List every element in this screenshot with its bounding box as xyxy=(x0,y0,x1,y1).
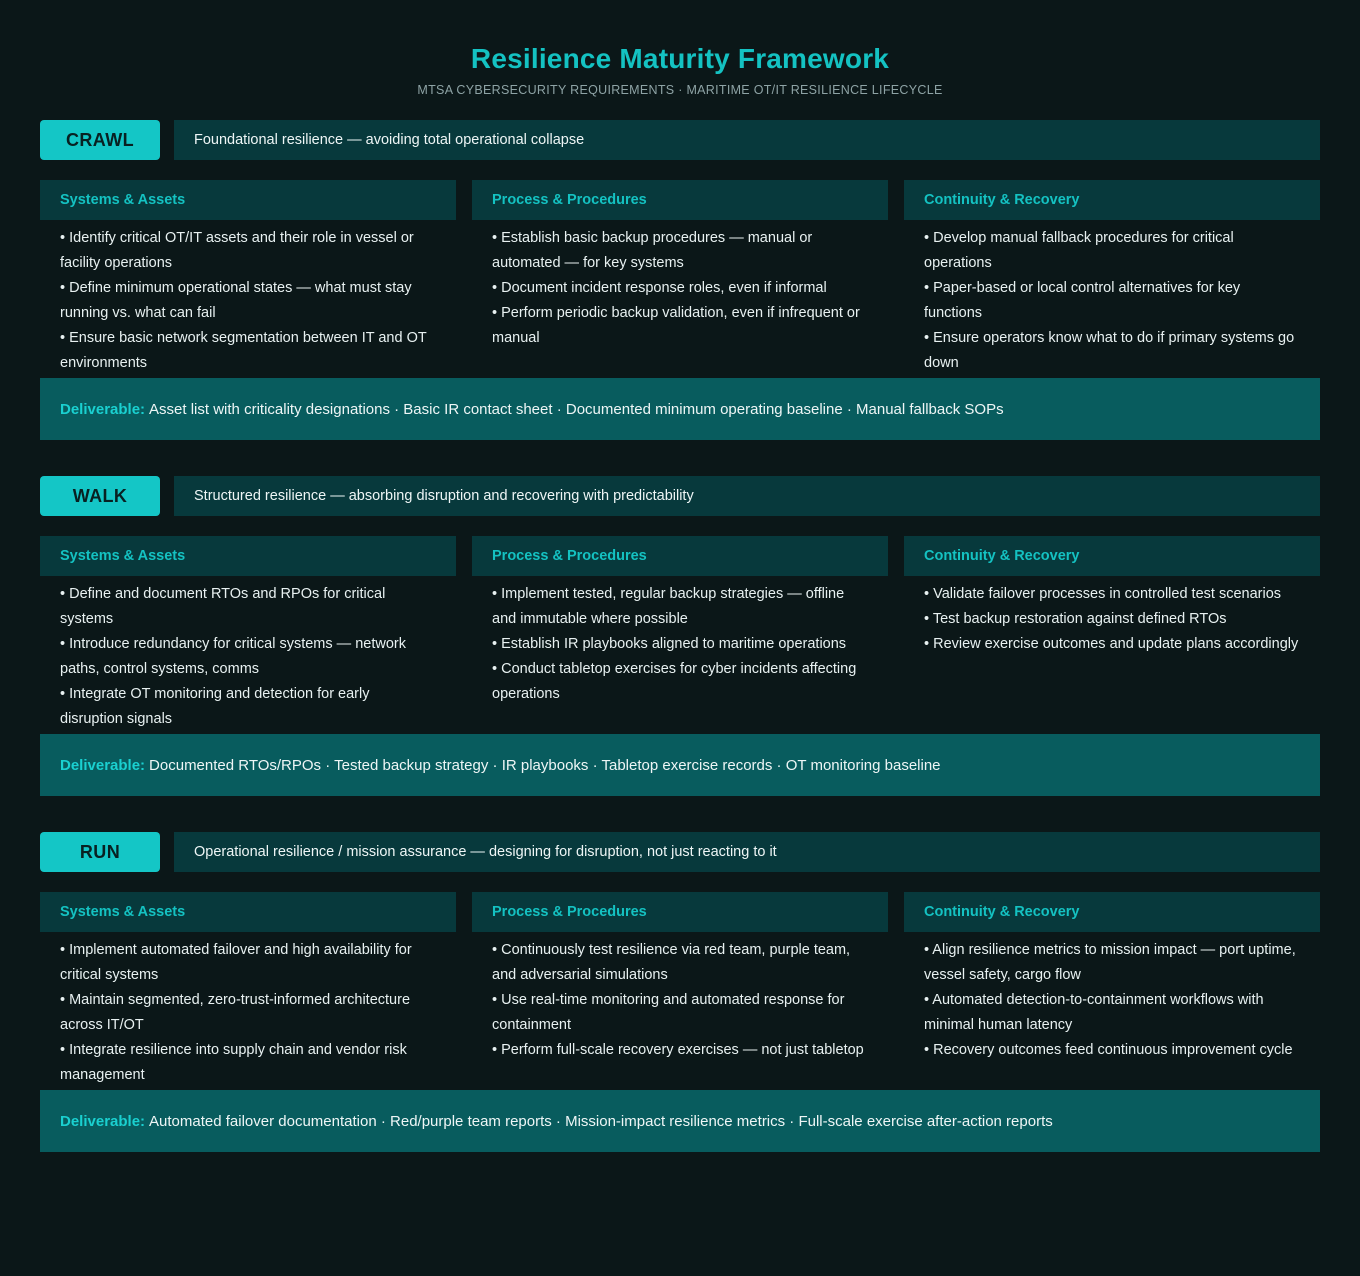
deliverable-bar: Deliverable: Asset list with criticality… xyxy=(40,378,1320,440)
page-subtitle: MTSA CYBERSECURITY REQUIREMENTS · MARITI… xyxy=(417,83,943,97)
list-item: • Conduct tabletop exercises for cyber i… xyxy=(492,661,857,702)
column-list: • Develop manual fallback procedures for… xyxy=(904,220,1320,376)
column-list: • Align resilience metrics to mission im… xyxy=(904,932,1320,1063)
list-item: • Paper-based or local control alternati… xyxy=(924,280,1241,321)
list-item: • Ensure operators know what to do if pr… xyxy=(924,330,1295,371)
stage-header: CRAWL Foundational resilience — avoiding… xyxy=(40,120,1320,160)
deliverable-text: Automated failover documentation · Red/p… xyxy=(149,1112,1053,1130)
column-list: • Define and document RTOs and RPOs for … xyxy=(40,576,456,732)
list-item: • Establish IR playbooks aligned to mari… xyxy=(492,636,847,652)
column-title: Systems & Assets xyxy=(40,180,456,220)
stage-header: RUN Operational resilience / mission ass… xyxy=(40,832,1320,872)
deliverable-text: Asset list with criticality designations… xyxy=(149,400,1004,418)
list-item: • Define and document RTOs and RPOs for … xyxy=(60,586,386,627)
deliverable-bar: Deliverable: Documented RTOs/RPOs · Test… xyxy=(40,734,1320,796)
stage-badge: RUN xyxy=(40,832,160,872)
list-item: • Perform periodic backup validation, ev… xyxy=(492,305,860,346)
stage-crawl: CRAWL Foundational resilience — avoiding… xyxy=(40,120,1320,476)
column-title: Process & Procedures xyxy=(472,536,888,576)
list-item: • Implement automated failover and high … xyxy=(60,942,412,983)
list-item: • Implement tested, regular backup strat… xyxy=(492,586,845,627)
list-item: • Maintain segmented, zero-trust-informe… xyxy=(60,992,411,1033)
stage-badge: WALK xyxy=(40,476,160,516)
stage-description: Operational resilience / mission assuran… xyxy=(174,832,1320,872)
list-item: • Define minimum operational states — wh… xyxy=(60,280,412,321)
stage-header: WALK Structured resilience — absorbing d… xyxy=(40,476,1320,516)
list-item: • Validate failover processes in control… xyxy=(924,586,1282,602)
column-title: Systems & Assets xyxy=(40,536,456,576)
list-item: • Recovery outcomes feed continuous impr… xyxy=(924,1042,1293,1058)
stage-description: Structured resilience — absorbing disrup… xyxy=(174,476,1320,516)
column-process-procedures: Process & Procedures • Implement tested,… xyxy=(472,536,888,734)
column-continuity-recovery: Continuity & Recovery • Develop manual f… xyxy=(904,180,1320,378)
column-title: Continuity & Recovery xyxy=(904,892,1320,932)
stage-columns: Systems & Assets • Implement automated f… xyxy=(40,892,1320,1090)
list-item: • Develop manual fallback procedures for… xyxy=(924,230,1234,271)
column-continuity-recovery: Continuity & Recovery • Validate failove… xyxy=(904,536,1320,734)
list-item: • Align resilience metrics to mission im… xyxy=(924,942,1296,983)
list-item: • Review exercise outcomes and update pl… xyxy=(924,636,1299,652)
column-continuity-recovery: Continuity & Recovery • Align resilience… xyxy=(904,892,1320,1090)
list-item: • Continuously test resilience via red t… xyxy=(492,942,851,983)
deliverable-label: Deliverable: xyxy=(60,756,146,774)
column-list: • Validate failover processes in control… xyxy=(904,576,1320,657)
deliverable-bar: Deliverable: Automated failover document… xyxy=(40,1090,1320,1152)
list-item: • Perform full-scale recovery exercises … xyxy=(492,1042,864,1058)
column-process-procedures: Process & Procedures • Establish basic b… xyxy=(472,180,888,378)
stage-run: RUN Operational resilience / mission ass… xyxy=(40,832,1320,1188)
page-header: Resilience Maturity Framework MTSA CYBER… xyxy=(40,0,1320,120)
column-list: • Establish basic backup procedures — ma… xyxy=(472,220,888,351)
page-title: Resilience Maturity Framework xyxy=(470,43,890,74)
list-item: • Identify critical OT/IT assets and the… xyxy=(60,230,414,271)
list-item: • Integrate OT monitoring and detection … xyxy=(60,686,370,727)
column-systems-assets: Systems & Assets • Identify critical OT/… xyxy=(40,180,456,378)
stage-badge: CRAWL xyxy=(40,120,160,160)
column-list: • Identify critical OT/IT assets and the… xyxy=(40,220,456,376)
deliverable-label: Deliverable: xyxy=(60,400,146,418)
stage-walk: WALK Structured resilience — absorbing d… xyxy=(40,476,1320,832)
column-title: Continuity & Recovery xyxy=(904,536,1320,576)
column-systems-assets: Systems & Assets • Define and document R… xyxy=(40,536,456,734)
stage-description: Foundational resilience — avoiding total… xyxy=(174,120,1320,160)
stage-columns: Systems & Assets • Identify critical OT/… xyxy=(40,180,1320,378)
column-process-procedures: Process & Procedures • Continuously test… xyxy=(472,892,888,1090)
column-title: Process & Procedures xyxy=(472,892,888,932)
column-systems-assets: Systems & Assets • Implement automated f… xyxy=(40,892,456,1090)
list-item: • Ensure basic network segmentation betw… xyxy=(60,330,427,371)
column-title: Systems & Assets xyxy=(40,892,456,932)
deliverable-label: Deliverable: xyxy=(60,1112,146,1130)
column-list: • Implement automated failover and high … xyxy=(40,932,456,1088)
list-item: • Introduce redundancy for critical syst… xyxy=(60,636,406,677)
list-item: • Document incident response roles, even… xyxy=(492,280,827,296)
list-item: • Establish basic backup procedures — ma… xyxy=(492,230,813,271)
column-list: • Implement tested, regular backup strat… xyxy=(472,576,888,707)
deliverable-text: Documented RTOs/RPOs · Tested backup str… xyxy=(149,756,941,774)
column-title: Process & Procedures xyxy=(472,180,888,220)
list-item: • Integrate resilience into supply chain… xyxy=(60,1042,407,1083)
list-item: • Use real-time monitoring and automated… xyxy=(492,992,845,1033)
list-item: • Test backup restoration against define… xyxy=(924,611,1227,627)
column-list: • Continuously test resilience via red t… xyxy=(472,932,888,1063)
stage-columns: Systems & Assets • Define and document R… xyxy=(40,536,1320,734)
column-title: Continuity & Recovery xyxy=(904,180,1320,220)
list-item: • Automated detection-to-containment wor… xyxy=(924,992,1264,1033)
